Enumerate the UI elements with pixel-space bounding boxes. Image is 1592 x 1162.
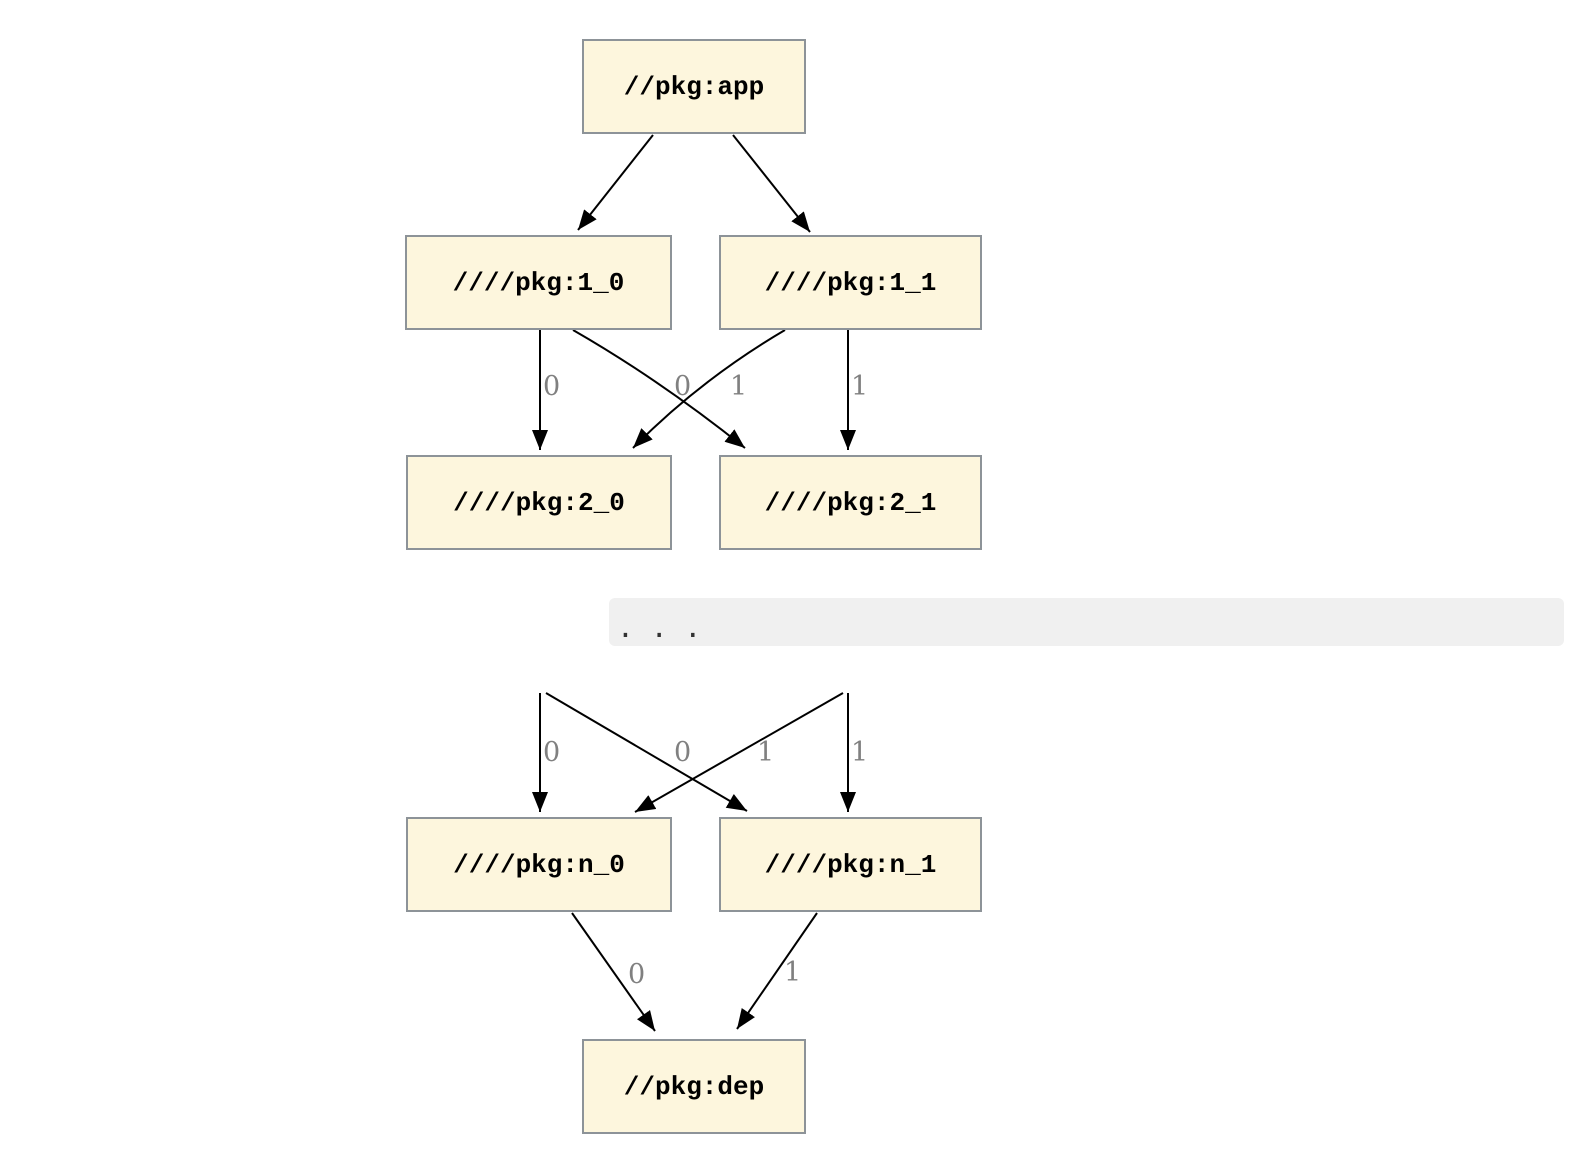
edge-label-1_0-2_0: 0 bbox=[543, 371, 561, 402]
node-pkg-n_0-label: ////pkg:n_0 bbox=[453, 849, 625, 880]
node-pkg-1_0: ////pkg:1_0 bbox=[405, 235, 672, 330]
edge-1_1-to-2_0 bbox=[632, 329, 786, 449]
node-pkg-1_0-label: ////pkg:1_0 bbox=[452, 267, 625, 298]
edge-ellipsis-to-n_1-left bbox=[545, 692, 748, 812]
node-pkg-2_0: ////pkg:2_0 bbox=[406, 455, 672, 550]
edge-app-to-1_1 bbox=[732, 134, 811, 233]
edge-label-n_0-dep: 0 bbox=[628, 959, 646, 990]
ellipsis-text: . . . bbox=[617, 610, 702, 644]
edge-label-ellipsis-n_0-left: 0 bbox=[543, 737, 561, 768]
node-pkg-1_1: ////pkg:1_1 bbox=[719, 235, 982, 330]
node-pkg-2_0-label: ////pkg:2_0 bbox=[453, 487, 625, 518]
edge-n_0-to-dep bbox=[571, 912, 656, 1032]
edge-1_0-to-2_1 bbox=[572, 329, 746, 449]
edge-app-to-1_0 bbox=[577, 134, 654, 231]
edge-label-1_0-2_1: 1 bbox=[730, 371, 748, 402]
node-pkg-n_0: ////pkg:n_0 bbox=[406, 817, 672, 912]
node-pkg-n_1: ////pkg:n_1 bbox=[719, 817, 982, 912]
node-pkg-2_1: ////pkg:2_1 bbox=[719, 455, 982, 550]
edge-label-1_1-2_1: 1 bbox=[851, 371, 869, 402]
node-pkg-dep-label: //pkg:dep bbox=[623, 1071, 765, 1102]
node-pkg-2_1-label: ////pkg:2_1 bbox=[764, 487, 937, 518]
edge-label-ellipsis-n_1-left: 1 bbox=[757, 737, 775, 768]
edge-n_1-to-dep bbox=[736, 912, 818, 1030]
edge-label-n_1-dep: 1 bbox=[784, 957, 802, 988]
node-pkg-app: //pkg:app bbox=[582, 39, 806, 134]
node-pkg-dep: //pkg:dep bbox=[582, 1039, 806, 1134]
edge-label-ellipsis-n_0-right: 0 bbox=[674, 737, 692, 768]
node-pkg-1_1-label: ////pkg:1_1 bbox=[764, 267, 937, 298]
node-pkg-app-label: //pkg:app bbox=[623, 71, 765, 102]
edge-label-ellipsis-n_1-right: 1 bbox=[851, 737, 869, 768]
ellipsis-band: . . . bbox=[609, 598, 1564, 646]
edge-ellipsis-to-n_0-right bbox=[634, 692, 844, 813]
node-pkg-n_1-label: ////pkg:n_1 bbox=[764, 849, 937, 880]
edge-label-1_1-2_0: 0 bbox=[674, 371, 692, 402]
